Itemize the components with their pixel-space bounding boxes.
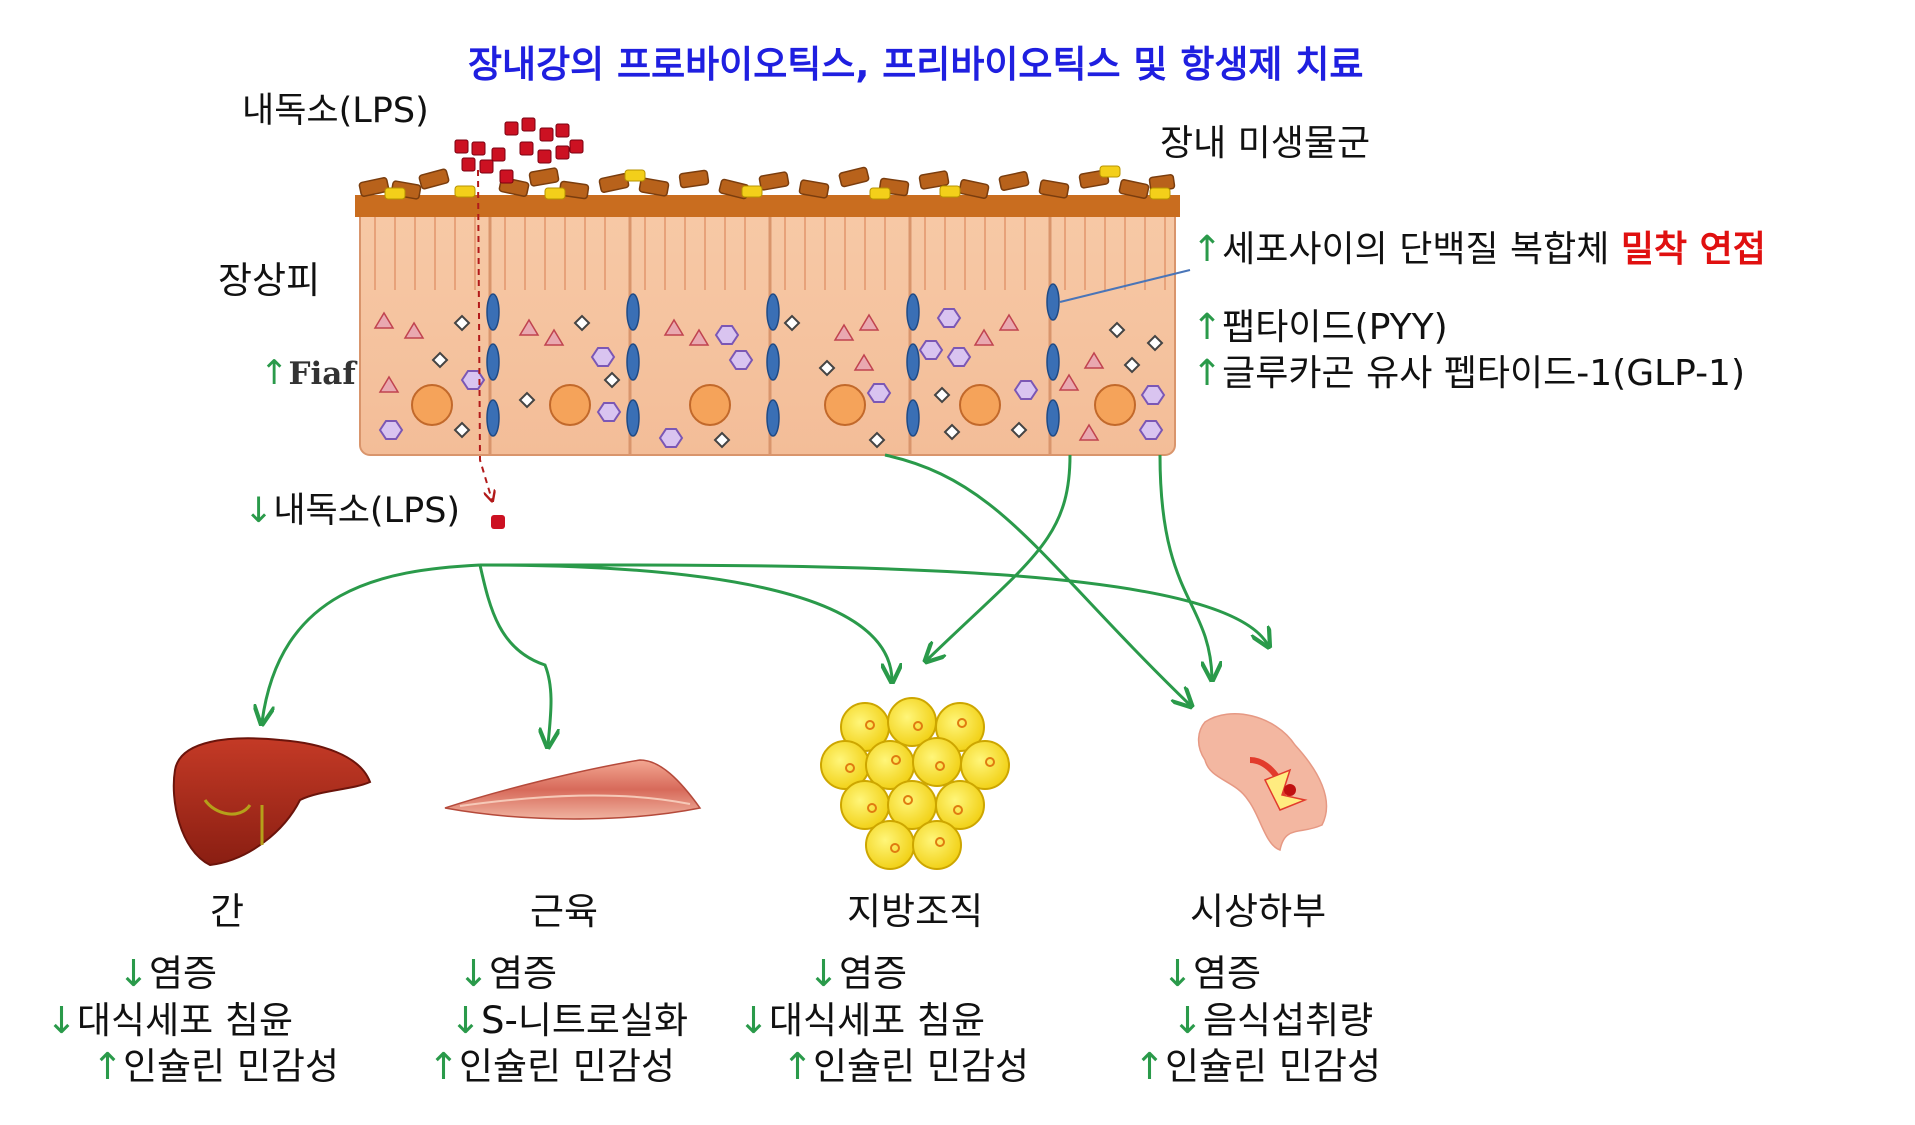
adipose-effect: ↓염증 [808, 952, 908, 995]
intestinal-epithelium [359, 204, 1176, 456]
muscle-effect: ↓S-니트로실화 [450, 999, 689, 1042]
diagram-title: 장내강의 프로바이오틱스, 프리바이오틱스 및 항생제 치료 [468, 43, 1364, 86]
up-arrow-icon: ↑ [1192, 229, 1223, 270]
tight-junction-pointer [1059, 269, 1191, 303]
hypothalamus-effect: ↓염증 [1162, 952, 1262, 995]
organ-name-liver: 간 [210, 890, 245, 933]
pyy-effect: ↑팹타이드(PYY) [1192, 307, 1448, 348]
microbiota-label: 장내 미생물군 [1160, 123, 1371, 164]
gut-microbiota-layer [355, 165, 1180, 217]
epithelium-label: 장상피 [218, 259, 321, 302]
adipose-tissue-icon [820, 697, 1010, 870]
lps-leak-arrow [477, 169, 492, 500]
signal-arrows [262, 453, 1268, 745]
adipose-effect: ↑인슐린 민감성 [782, 1045, 1030, 1088]
liver-icon [172, 737, 372, 867]
muscle-effect: ↓염증 [458, 952, 558, 995]
organ-name-hypothalamus: 시상하부 [1190, 890, 1327, 933]
lps-molecules [454, 117, 584, 184]
liver-effect: ↓대식세포 침윤 [46, 999, 294, 1042]
hypothalamus-icon [1197, 713, 1328, 851]
fiaf-label: ↑Fiaf [260, 353, 356, 393]
glp1-effect: ↑글루카곤 유사 펩타이드-1(GLP-1) [1192, 353, 1746, 394]
lps-molecule-leaked [491, 515, 505, 529]
up-arrow-icon: ↑ [1192, 307, 1223, 348]
up-arrow-icon: ↑ [1192, 353, 1223, 394]
down-arrow-icon: ↓ [244, 491, 274, 531]
muscle-effect: ↑인슐린 민감성 [428, 1045, 676, 1088]
lps-label-bottom: ↓내독소(LPS) [244, 491, 461, 531]
hypothalamus-effect: ↓음식섭취량 [1172, 999, 1374, 1042]
liver-effect: ↓염증 [118, 952, 218, 995]
organ-name-adipose: 지방조직 [847, 890, 984, 933]
tight-junction-effect: ↑세포사이의 단백질 복합체 밀착 연접 [1192, 229, 1766, 270]
lps-label-top: 내독소(LPS) [242, 91, 429, 131]
hypothalamus-effect: ↑인슐린 민감성 [1134, 1045, 1382, 1088]
organ-name-muscle: 근육 [530, 890, 599, 933]
up-arrow-icon: ↑ [260, 353, 289, 393]
liver-effect: ↑인슐린 민감성 [92, 1045, 340, 1088]
adipose-effect: ↓대식세포 침윤 [738, 999, 986, 1042]
muscle-icon [444, 759, 702, 820]
